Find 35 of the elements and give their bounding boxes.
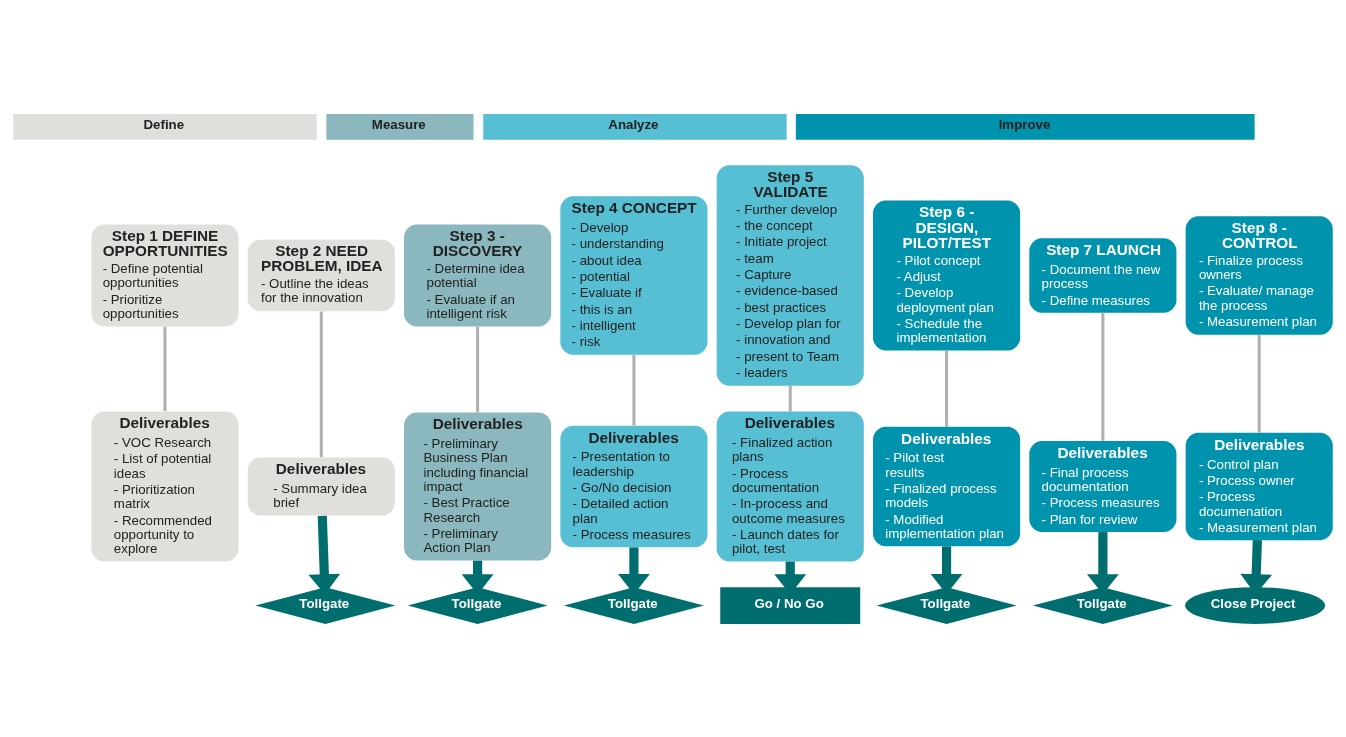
- node-box: Step 3 - DISCOVERY - Determine idea potential - Evaluate if an intelligent risk: [404, 223, 552, 327]
- node-diamond: Tollgate: [407, 586, 548, 624]
- connector: [1101, 312, 1105, 441]
- node-box: Improve: [795, 113, 1255, 140]
- node-box: Analyze: [483, 113, 787, 140]
- node-diamond: Tollgate: [1032, 586, 1173, 624]
- node-box: Step 2 NEED PROBLEM, IDEA - Outline the ideas for the innovation: [247, 239, 395, 311]
- node-box: Deliverables - Preliminary Business Plan including financial impact - Best Practice Research - Preliminary Action Plan: [404, 411, 552, 561]
- node-box: Step 7 LAUNCH - Document the new process - Define measures: [1029, 237, 1177, 313]
- connector: [632, 354, 636, 426]
- connector: [945, 350, 949, 427]
- node-diamond: Tollgate: [255, 586, 396, 624]
- node-box: Step 4 CONCEPT - Develop - understanding - about idea - potential - Evaluate if - this is an - intelligent - risk: [560, 195, 708, 355]
- connector: [163, 326, 167, 411]
- node-diamond: Tollgate: [876, 586, 1017, 624]
- connector: [476, 326, 480, 412]
- connector: [319, 311, 323, 457]
- node-box: Deliverables - Presentation to leadership - Go/No decision - Detailed action plan - Process measures: [560, 425, 708, 547]
- node-box: Step 1 DEFINE OPPORTUNITIES - Define potential opportunities - Prioritize opportunities: [91, 223, 239, 327]
- node-box: Measure: [326, 113, 474, 140]
- node-box: Go / No Go: [720, 586, 861, 624]
- node-box: Deliverables - Finalized action plans - Process documentation - In-process and outcome measures - Launch dates for pilot, test: [716, 410, 864, 562]
- node-box: Deliverables - Pilot test results - Finalized process models - Modified implementation plan: [873, 426, 1021, 546]
- connector: [1257, 334, 1261, 433]
- node-box: Deliverables - Summary idea brief: [247, 456, 395, 516]
- connector: [788, 385, 792, 411]
- node-box: Step 5 VALIDATE - Further develop - the concept - Initiate project - team - Capture - evidence-based - best practices - Develop plan for - innovation and - present to Team - leaders: [716, 164, 864, 386]
- node-box: Step 8 - CONTROL - Finalize process owners - Evaluate/ manage the process - Measurement plan: [1185, 215, 1333, 335]
- node-ellipse: Close Project: [1185, 586, 1326, 624]
- node-diamond: Tollgate: [563, 586, 704, 624]
- node-box: Deliverables - Control plan - Process owner - Process documenation - Measurement plan: [1185, 432, 1333, 540]
- node-box: Deliverables - VOC Research - List of potential ideas - Prioritization matrix - Recommended opportunity to explore: [91, 410, 239, 562]
- node-box: Deliverables - Final process documentation - Process measures - Plan for review: [1029, 440, 1177, 532]
- node-box: Step 6 - DESIGN, PILOT/TEST - Pilot concept - Adjust - Develop deployment plan - Schedule the implementation: [873, 199, 1021, 351]
- node-box: Define: [13, 113, 317, 140]
